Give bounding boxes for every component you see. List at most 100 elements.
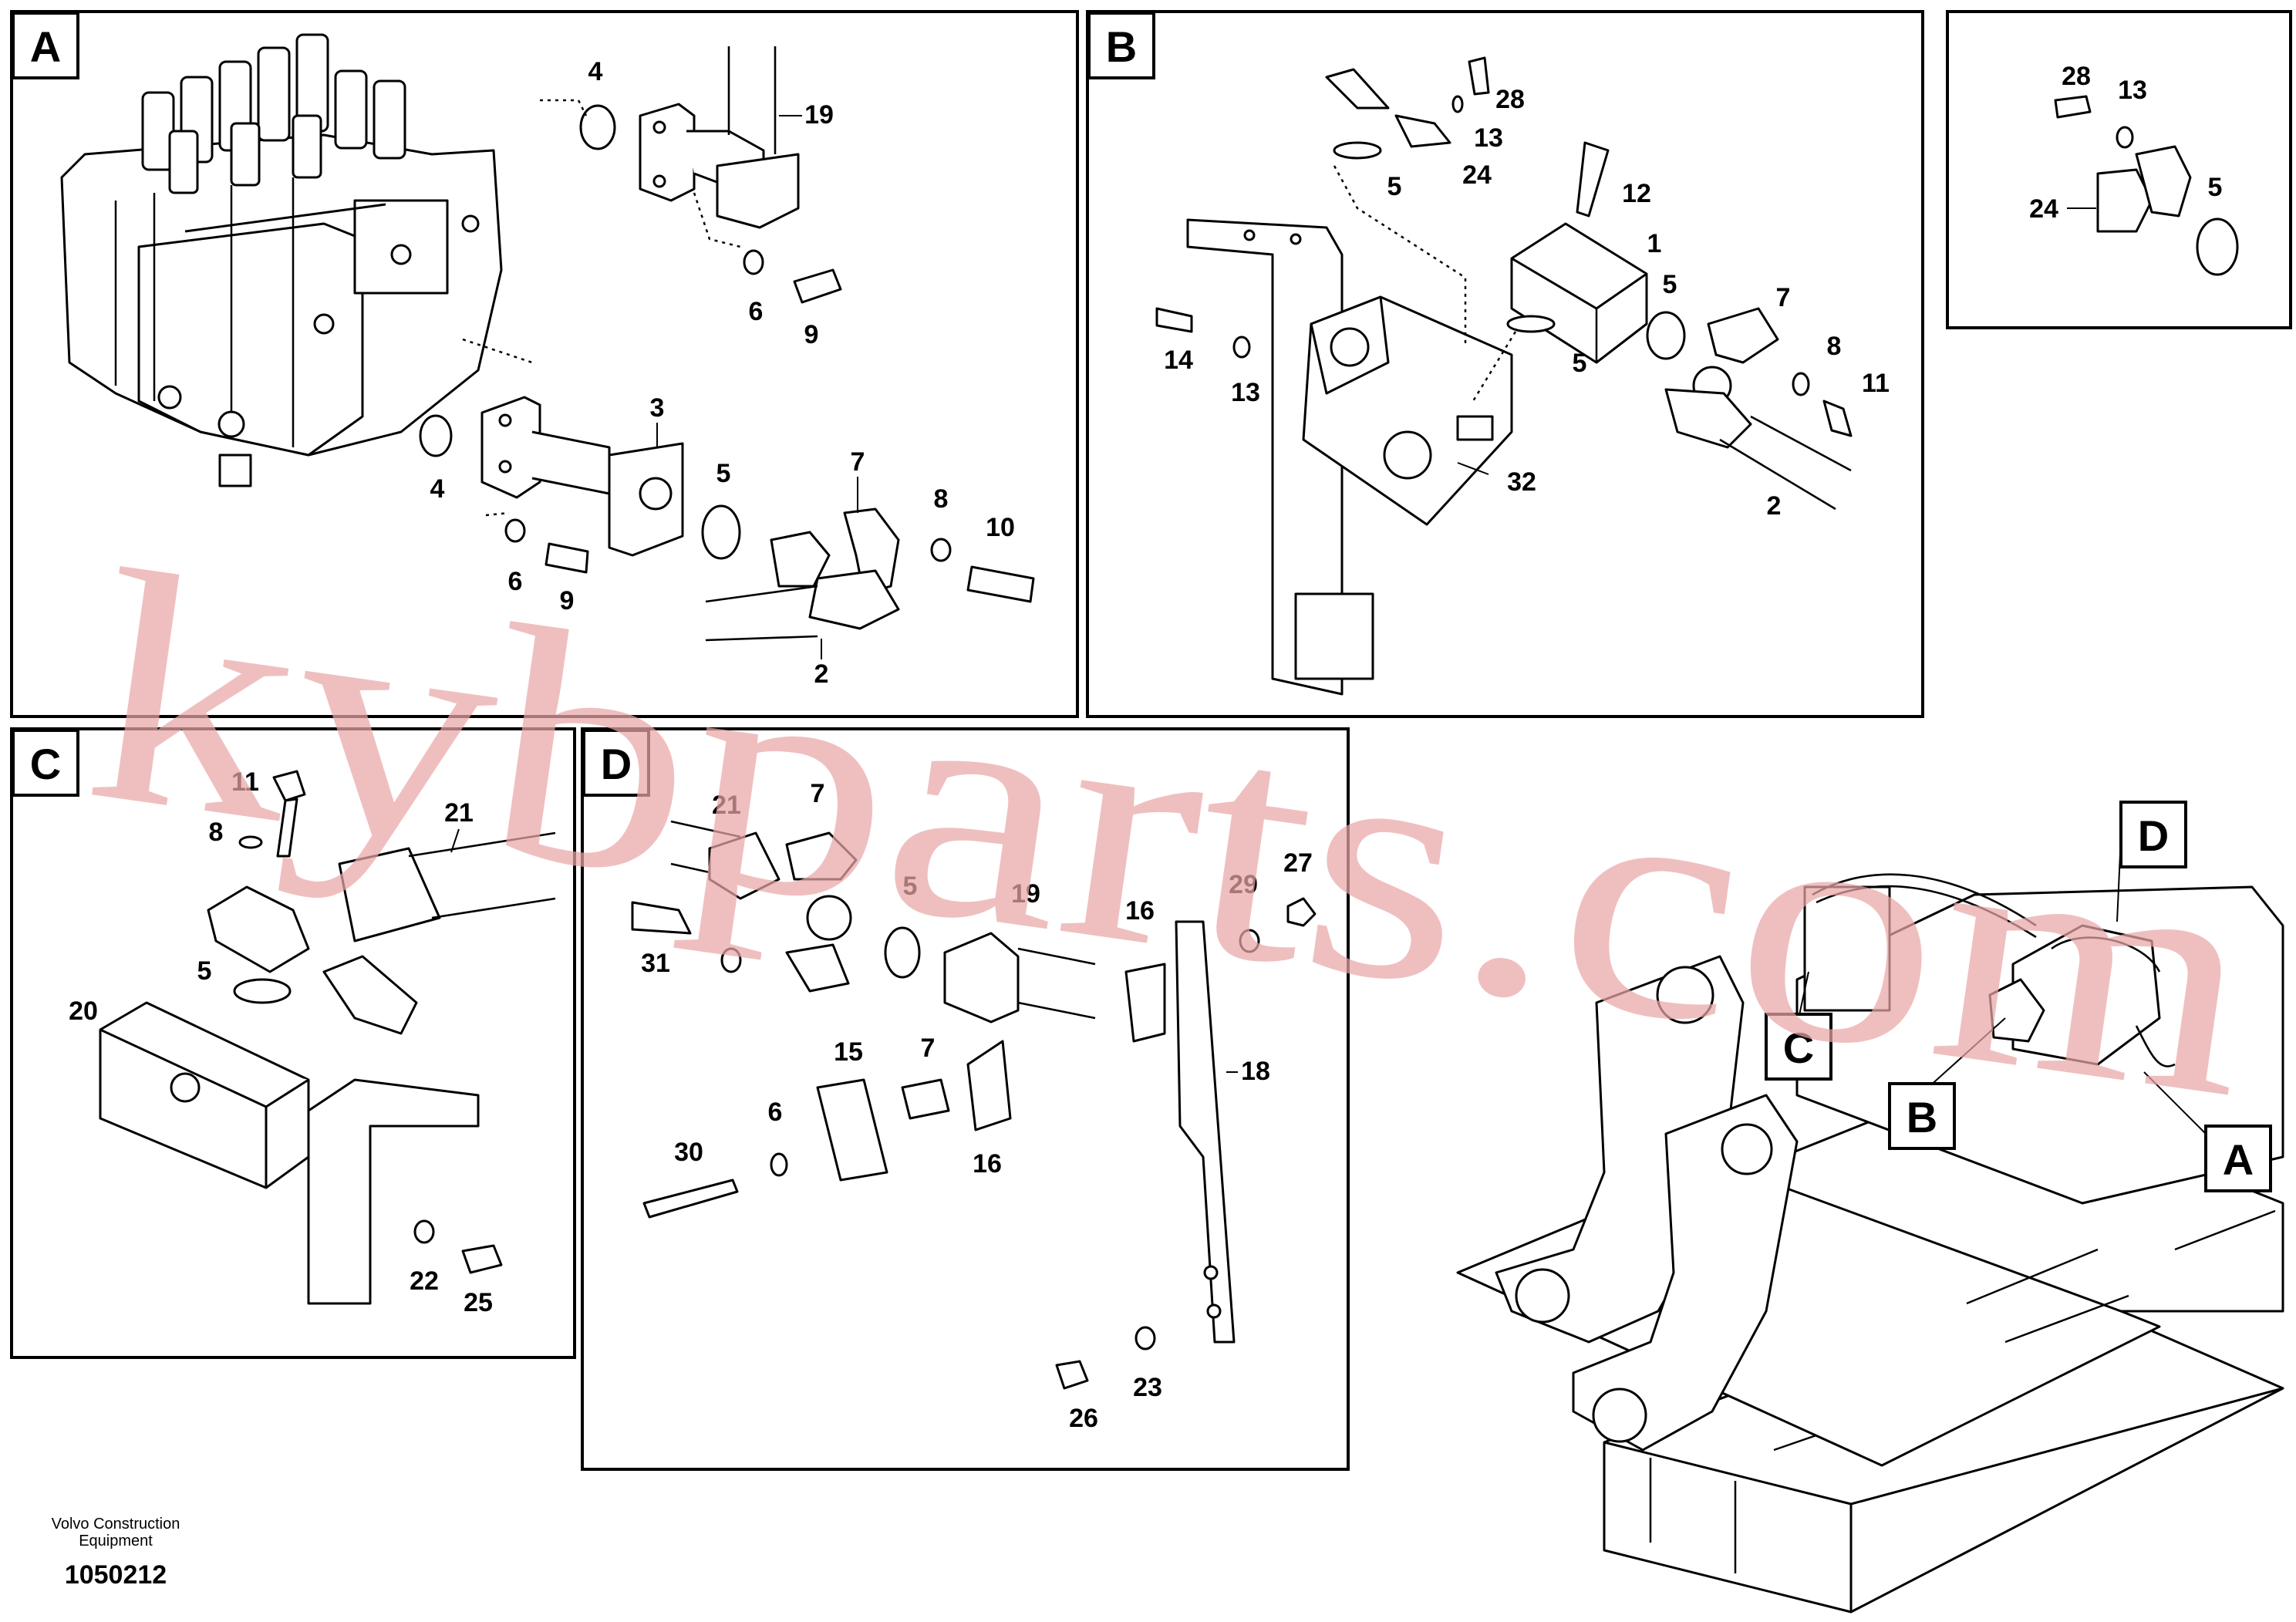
callout: 1: [1647, 229, 1662, 258]
panel-a-letter: A: [30, 22, 61, 71]
panel-d: D 21 7 5 19 16 29 27 31: [581, 727, 1350, 1471]
callout: 19: [804, 100, 834, 130]
bolt-25: [461, 1244, 503, 1274]
washer-6-lower: [504, 518, 526, 543]
panel-a-letter-box: [12, 12, 79, 79]
callout: 7: [811, 779, 825, 808]
o-ring-5-a: [701, 504, 741, 560]
bolt-30: [642, 1179, 739, 1219]
callout: 31: [641, 949, 670, 978]
callout: 15: [834, 1037, 863, 1067]
washer-13-b-top: [1451, 95, 1464, 113]
spacer-7: [901, 1078, 950, 1120]
overview-label-a: A: [2223, 1135, 2254, 1184]
o-ring-5-b-mid: [1506, 315, 1556, 333]
bolt-12: [1576, 141, 1610, 218]
callout: 7: [1776, 283, 1791, 312]
callout: 16: [1125, 896, 1155, 926]
elbow-21-d: [708, 831, 781, 900]
split-flange-c: [207, 885, 310, 973]
panel-c: C 11 21 8 5 20 22 25: [10, 727, 576, 1359]
figure-number: 1050212: [65, 1560, 167, 1590]
callout: 5: [197, 956, 212, 986]
callout: 6: [749, 297, 764, 326]
callout: 20: [69, 996, 98, 1026]
bolt-28-detail: [2054, 95, 2092, 119]
overview-bracket: [1803, 885, 1891, 1012]
callout: 23: [1133, 1373, 1162, 1402]
callouts-d: 21 7 5 19 16 29 27 31 15 7 18 6 30 16 26…: [641, 779, 1313, 1433]
callout: 9: [560, 586, 575, 615]
valve-spools: [141, 33, 406, 194]
callout: 7: [851, 447, 865, 477]
overview-label-d: D: [2138, 811, 2169, 860]
bolt-26: [1055, 1360, 1089, 1390]
callout: 10: [986, 513, 1015, 542]
callout: 13: [1474, 123, 1503, 153]
panel-c-letter-box: [12, 729, 79, 797]
callout: 11: [1862, 369, 1890, 398]
overview-label-box-a: [2204, 1125, 2272, 1192]
washer-8-b: [1792, 372, 1810, 396]
callout: 5: [716, 459, 731, 488]
callout: 14: [1164, 346, 1193, 375]
motor-block-32: [1302, 295, 1513, 526]
washer-6-d: [770, 1152, 788, 1177]
washer-8-c: [238, 835, 263, 849]
footer-brand-line2: Equipment: [79, 1533, 153, 1549]
panel-b: B: [1086, 10, 1924, 718]
bolt-31: [631, 901, 692, 935]
hose-assembly-a: [705, 508, 1035, 642]
panel-d-letter-box: [582, 729, 650, 797]
callout: 28: [2062, 62, 2091, 91]
callouts-detail: 28 13 24 5: [2029, 62, 2222, 224]
overview-label-c: C: [1783, 1023, 1814, 1072]
callout: 8: [209, 818, 224, 847]
split-flange-7-d-top: [785, 831, 858, 881]
callouts-a: 4 19 6 9 4 3 5 7 8 10 6 9 2: [430, 57, 1015, 689]
callout: 5: [1573, 349, 1587, 378]
callout: 5: [1387, 172, 1402, 201]
split-flange-7-d-bottom: [785, 943, 850, 993]
callout: 29: [1229, 870, 1258, 899]
callout: 5: [903, 872, 918, 901]
split-flange-24: [1394, 114, 1451, 148]
bracket-c: [307, 1078, 480, 1305]
callout: 6: [508, 567, 523, 596]
overview-label-b: B: [1907, 1093, 1937, 1141]
clamp-16-bottom: [966, 1040, 1012, 1131]
washer-8-a: [930, 538, 952, 562]
footer: Volvo Construction Equipment 1050212: [52, 1516, 180, 1590]
callout: 8: [1827, 332, 1842, 361]
callout: 13: [2118, 76, 2147, 105]
overview-label-box-b: [1888, 1082, 1956, 1150]
washer-d: [720, 947, 742, 973]
bolt-28: [1468, 56, 1490, 96]
bracket-b: [1186, 218, 1344, 696]
footer-brand-line1: Volvo Construction: [52, 1516, 180, 1533]
callouts-c: 11 21 8 5 20 22 25: [69, 767, 493, 1317]
overview-label-box-c: [1765, 1013, 1832, 1081]
callout: 18: [1241, 1057, 1270, 1086]
callout: 2: [1767, 491, 1782, 521]
overview-label-box-d: [2119, 801, 2187, 868]
washer-13-b: [1232, 336, 1251, 359]
detail-inset: 28 13 24 5: [1946, 10, 2292, 329]
callout: 4: [430, 474, 445, 504]
washer-22: [413, 1219, 435, 1244]
washer-13-detail: [2116, 126, 2134, 149]
panel-a: A: [10, 10, 1079, 718]
panel-b-letter: B: [1106, 22, 1137, 71]
bolt-9-lower: [544, 542, 589, 574]
callout: 12: [1622, 179, 1651, 208]
callout: 9: [804, 320, 819, 349]
bolt-14: [1155, 307, 1193, 333]
callouts-b: 28 13 24 5 12 1 5 7 8 11 14 13 5 32 2: [1164, 85, 1890, 521]
strap-18: [1175, 920, 1236, 1344]
callout: 5: [1663, 270, 1677, 299]
upper-flange-elbow: [639, 46, 800, 229]
callout: 24: [1462, 160, 1492, 190]
callout: 19: [1011, 879, 1040, 909]
callout: 27: [1283, 848, 1313, 878]
